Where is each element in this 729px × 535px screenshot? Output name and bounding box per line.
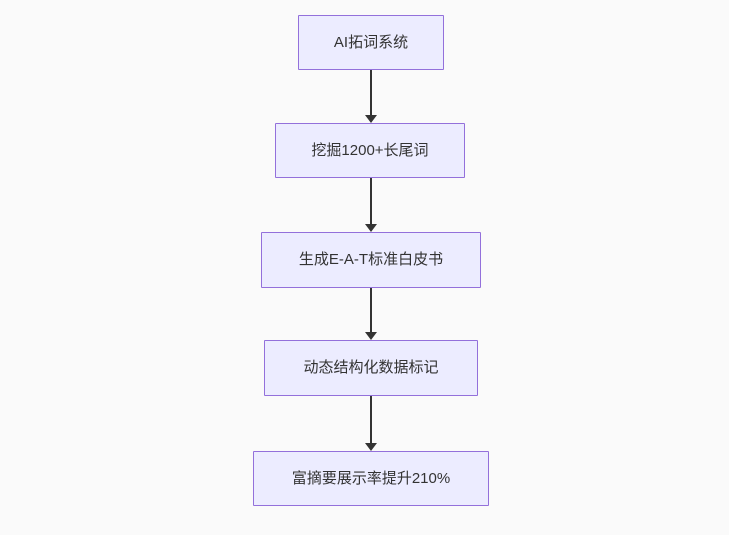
arrow-shaft: [370, 178, 372, 224]
flow-node-label: 动态结构化数据标记: [303, 359, 439, 376]
arrowhead-down-icon: [365, 443, 377, 451]
flow-node-ai-word-expansion-system: AI拓词系统: [298, 15, 444, 70]
flow-node-rich-snippet-rate-increase: 富摘要展示率提升210%: [253, 451, 489, 506]
flow-arrow-2-to-3: [365, 178, 377, 232]
flow-node-dynamic-structured-data-markup: 动态结构化数据标记: [264, 340, 478, 396]
flow-node-label: 生成E-A-T标准白皮书: [298, 251, 444, 268]
arrow-shaft: [370, 396, 372, 443]
arrowhead-down-icon: [365, 332, 377, 340]
flow-node-mine-longtail-keywords: 挖掘1200+长尾词: [275, 123, 465, 178]
flow-arrow-4-to-5: [365, 396, 377, 451]
arrow-shaft: [370, 70, 372, 115]
arrowhead-down-icon: [365, 224, 377, 232]
flow-node-label: AI拓词系统: [333, 33, 409, 51]
flow-arrow-1-to-2: [365, 70, 377, 123]
arrowhead-down-icon: [365, 115, 377, 123]
flow-node-label: 富摘要展示率提升210%: [291, 469, 451, 487]
flow-arrow-3-to-4: [365, 288, 377, 340]
flow-node-generate-eat-whitepaper: 生成E-A-T标准白皮书: [261, 232, 481, 288]
arrow-shaft: [370, 288, 372, 332]
flow-node-label: 挖掘1200+长尾词: [311, 141, 429, 159]
